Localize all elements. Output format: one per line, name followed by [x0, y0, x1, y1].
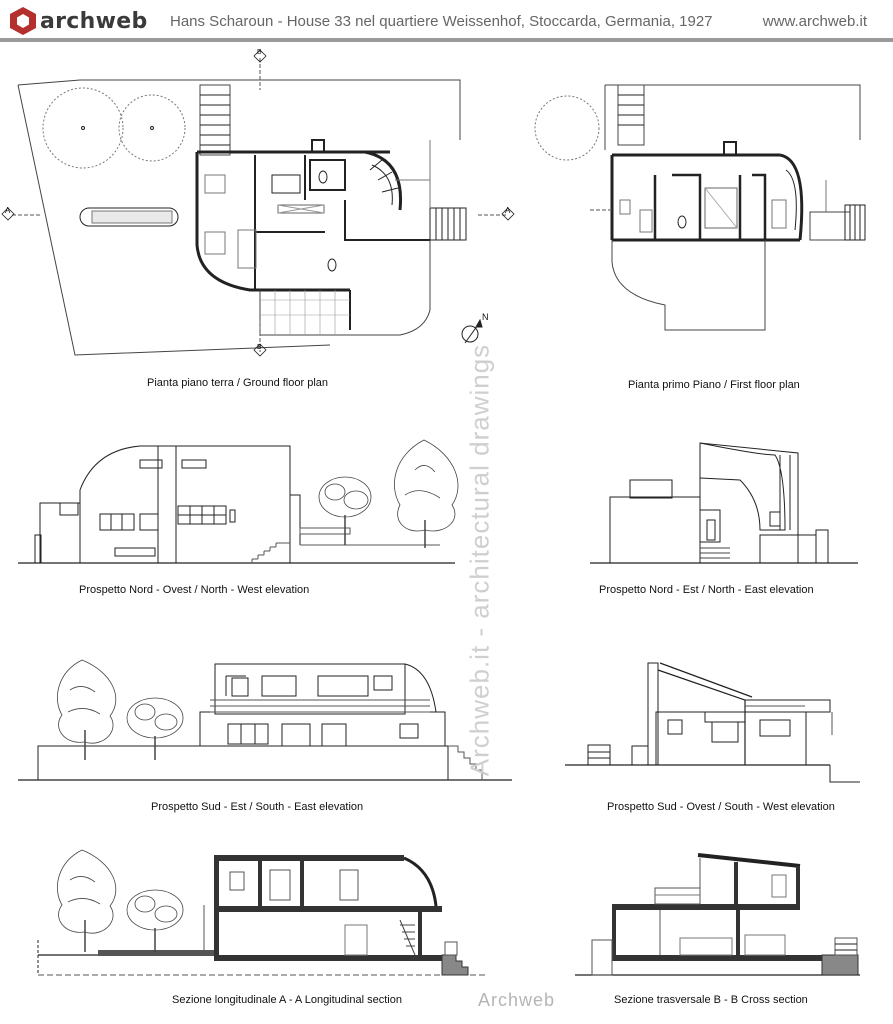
- caption-section-aa: Sezione longitudinale A - A Longitudinal…: [172, 994, 402, 1006]
- section-marker-b-bottom: B: [257, 344, 262, 351]
- section-bb: [575, 853, 860, 976]
- nw-elevation: [18, 439, 459, 564]
- se-elevation: [18, 659, 512, 781]
- site-link[interactable]: www.archweb.it: [762, 13, 867, 30]
- caption-se-elevation: Prospetto Sud - Est / South - East eleva…: [151, 801, 364, 813]
- sw-elevation: [565, 662, 860, 783]
- first-floor-plan: [534, 84, 866, 331]
- caption-ground-floor-plan: Pianta piano terra / Ground floor plan: [147, 377, 329, 389]
- caption-section-bb: Sezione trasversale B - B Cross section: [614, 994, 808, 1006]
- section-marker-a-left: A: [5, 206, 11, 215]
- page-title: Hans Scharoun - House 33 nel quartiere W…: [170, 13, 713, 30]
- caption-first-floor-plan: Pianta primo Piano / First floor plan: [628, 379, 800, 391]
- header-divider: [0, 38, 893, 42]
- caption-sw-elevation: Prospetto Sud - Ovest / South - West ele…: [607, 801, 835, 813]
- footer-brand: Archweb: [478, 990, 556, 1010]
- north-label: N: [482, 312, 489, 322]
- ne-elevation: [590, 442, 858, 564]
- section-aa: [37, 849, 485, 976]
- header: archweb Hans Scharoun - House 33 nel qua…: [0, 0, 893, 42]
- caption-nw-elevation: Prospetto Nord - Ovest / North - West el…: [79, 584, 310, 596]
- ground-floor-plan: [1, 49, 515, 357]
- section-marker-a-right: A: [505, 206, 511, 215]
- brand-name[interactable]: archweb: [40, 9, 148, 34]
- archweb-logo-icon: [10, 7, 36, 35]
- section-marker-b-top: B: [257, 49, 262, 56]
- watermark-text: Archweb.it - architectural drawings: [464, 343, 495, 777]
- caption-ne-elevation: Prospetto Nord - Est / North - East elev…: [599, 584, 814, 596]
